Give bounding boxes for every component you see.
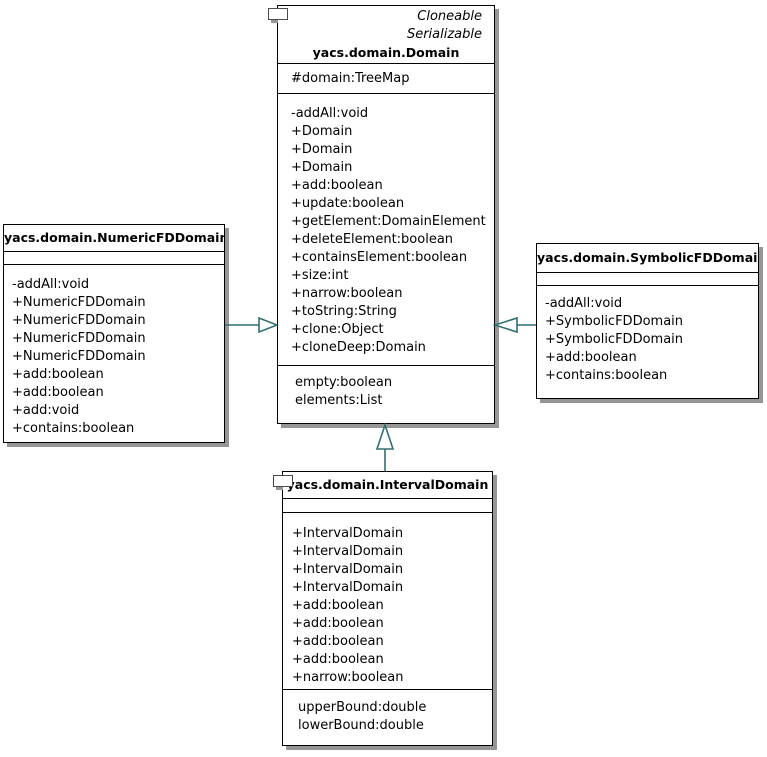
component-icon-shadow (276, 486, 283, 490)
component-icon-rect (273, 475, 293, 487)
generalization-numericfddomain-to-domain (225, 316, 280, 334)
component-icon-shadow (271, 19, 278, 23)
generalization-intervaldomain-to-domain (375, 422, 395, 471)
method-row: +IntervalDomain (292, 580, 404, 595)
method-row: +SymbolicFDDomain (545, 332, 684, 347)
method-row: +Domain (291, 160, 353, 175)
class-node-intervaldomain[interactable]: yacs.domain.IntervalDomain +IntervalDoma… (273, 471, 493, 746)
method-row: +update:boolean (291, 196, 405, 211)
method-row: +add:boolean (292, 634, 384, 649)
method-row: +add:boolean (292, 598, 384, 613)
method-row: +IntervalDomain (292, 544, 404, 559)
title-compartment: yacs.domain.NumericFDDomain (4, 225, 224, 251)
method-row: +add:boolean (545, 350, 637, 365)
attributes-compartment (537, 272, 758, 285)
method-row: +size:int (291, 268, 349, 283)
method-row: +NumericFDDomain (12, 313, 146, 328)
method-row: +clone:Object (291, 322, 384, 337)
property-row: empty:boolean (295, 375, 393, 390)
method-row: +deleteElement:boolean (291, 232, 454, 247)
methods-compartment: +IntervalDomain +IntervalDomain +IntervalD… (283, 512, 492, 689)
method-row: +cloneDeep:Domain (291, 340, 426, 355)
class-title: yacs.domain.SymbolicFDDomain (537, 250, 758, 265)
method-row: -addAll:void (545, 296, 623, 311)
attributes-compartment (4, 251, 224, 264)
method-row: +add:boolean (292, 652, 384, 667)
method-row: +add:boolean (291, 178, 383, 193)
method-row: +NumericFDDomain (12, 295, 146, 310)
property-row: upperBound:double (298, 700, 427, 715)
method-row: +contains:boolean (12, 421, 135, 436)
component-icon (273, 475, 293, 490)
method-row: +Domain (291, 142, 353, 157)
property-row: lowerBound:double (298, 718, 424, 733)
method-row: +add:boolean (12, 385, 104, 400)
methods-compartment: -addAll:void +Domain +Domain +Domain +add:bo… (278, 93, 494, 365)
method-row: -addAll:void (12, 277, 90, 292)
properties-compartment: upperBound:double lowerBound:double (283, 689, 492, 745)
component-icon-rect (268, 8, 288, 20)
method-row: +IntervalDomain (292, 562, 404, 577)
property-row: elements:List (295, 393, 383, 408)
class-node-symbolicfddomain[interactable]: yacs.domain.SymbolicFDDomain -addAll:voi… (536, 243, 759, 399)
method-row: +getElement:DomainElement (291, 214, 486, 229)
methods-compartment: -addAll:void +SymbolicFDDomain +SymbolicFD… (537, 285, 758, 398)
method-row: +IntervalDomain (292, 526, 404, 541)
method-row: +add:boolean (12, 367, 104, 382)
generalization-symbolicfddomain-to-domain (492, 316, 536, 334)
method-row: +add:void (12, 403, 80, 418)
method-row: +containsElement:boolean (291, 250, 468, 265)
hollow-triangle-arrowhead (492, 316, 518, 334)
title-compartment: yacs.domain.SymbolicFDDomain (537, 244, 758, 272)
hollow-triangle-arrowhead (375, 422, 395, 450)
methods-compartment: -addAll:void +NumericFDDomain +NumericFDDo… (4, 264, 224, 442)
component-icon (268, 8, 288, 23)
method-row: +SymbolicFDDomain (545, 314, 684, 329)
attribute-row: #domain:TreeMap (291, 71, 410, 86)
properties-compartment: empty:boolean elements:List (278, 365, 494, 423)
method-row: +NumericFDDomain (12, 349, 146, 364)
method-row: +narrow:boolean (292, 670, 404, 685)
class-title: yacs.domain.NumericFDDomain (4, 230, 224, 245)
attributes-compartment: #domain:TreeMap (278, 63, 494, 93)
method-row: +toString:String (291, 304, 397, 319)
hollow-triangle-arrowhead (258, 316, 280, 334)
stereotype-label: Cloneable (417, 9, 482, 24)
method-row: +add:boolean (292, 616, 384, 631)
method-row: +contains:boolean (545, 368, 668, 383)
class-title: yacs.domain.Domain (312, 45, 460, 60)
title-compartment: yacs.domain.IntervalDomain (283, 472, 492, 498)
method-row: +narrow:boolean (291, 286, 403, 301)
attributes-compartment (283, 498, 492, 512)
stereotype-label: Serializable (406, 27, 482, 42)
method-row: +Domain (291, 124, 353, 139)
method-row: +NumericFDDomain (12, 331, 146, 346)
class-node-numericfddomain[interactable]: yacs.domain.NumericFDDomain -addAll:void… (3, 224, 225, 443)
method-row: -addAll:void (291, 106, 369, 121)
class-title: yacs.domain.IntervalDomain (286, 477, 489, 492)
